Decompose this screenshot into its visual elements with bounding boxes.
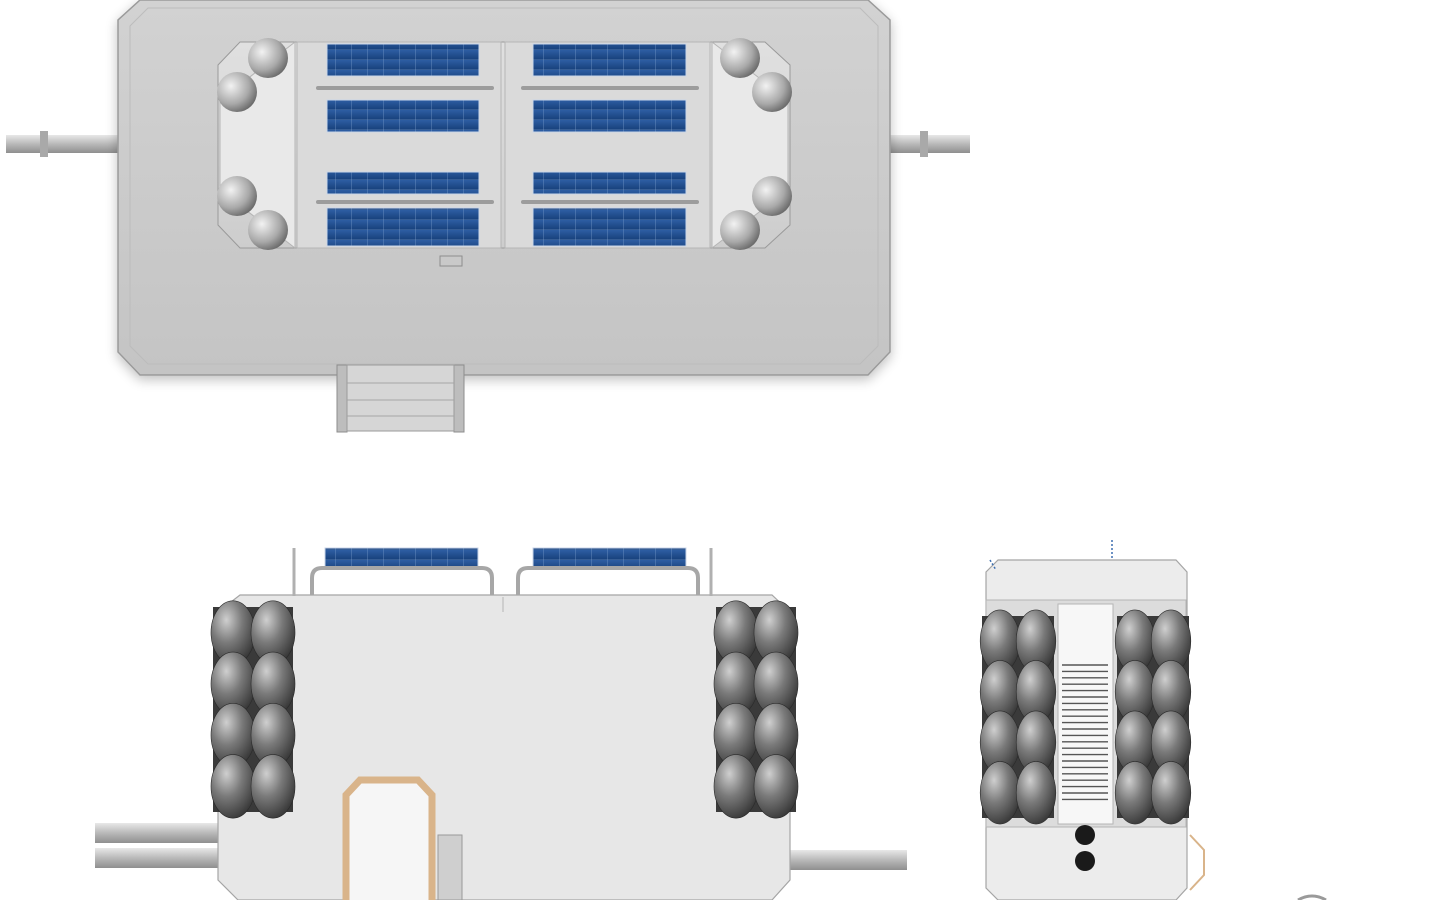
helical-turbine-front-right xyxy=(713,600,799,819)
solar-panel-top-left-4 xyxy=(326,207,480,247)
helical-turbine-icon xyxy=(210,754,256,819)
helical-turbine-side-right xyxy=(1114,609,1192,825)
side-view xyxy=(979,540,1327,900)
control-box xyxy=(437,834,463,900)
entry-steps xyxy=(336,364,465,433)
helical-turbine-icon xyxy=(250,754,296,819)
solar-panel-top-right-2 xyxy=(532,99,687,133)
housing-top xyxy=(217,40,791,267)
helical-turbine-side-left xyxy=(979,609,1057,825)
side-ports xyxy=(1075,825,1095,871)
solar-panel-top-left-1 xyxy=(326,43,480,77)
dome-vents xyxy=(217,38,792,250)
dome-vent-icon xyxy=(720,210,760,250)
solar-panel-front-left xyxy=(310,547,494,595)
helical-turbine-icon xyxy=(1150,761,1192,825)
top-view xyxy=(6,0,970,433)
door-icon xyxy=(342,776,436,900)
dome-vent-icon xyxy=(217,72,257,112)
dome-vent-icon xyxy=(752,176,792,216)
solar-panel-top-right-4 xyxy=(532,207,687,247)
helical-turbine-icon xyxy=(979,761,1021,825)
solar-panel-top-right-1 xyxy=(532,43,687,77)
front-pipe-left xyxy=(95,823,225,868)
solar-panel-front-right xyxy=(516,547,700,595)
panel-rails xyxy=(316,86,699,204)
front-view xyxy=(95,547,907,900)
front-pipe-right xyxy=(785,850,907,870)
dome-vent-icon xyxy=(720,38,760,78)
helical-turbine-icon xyxy=(753,754,799,819)
dome-vent-icon xyxy=(248,38,288,78)
solar-panel-top-left-2 xyxy=(326,99,480,133)
dome-vent-icon xyxy=(248,210,288,250)
helical-turbine-icon xyxy=(1015,761,1057,825)
front-body xyxy=(217,594,791,900)
helical-turbine-icon xyxy=(713,754,759,819)
solar-panel-top-right-3 xyxy=(532,171,687,195)
helical-turbine-icon xyxy=(1114,761,1156,825)
dome-vent-icon xyxy=(217,176,257,216)
solar-panel-top-left-3 xyxy=(326,171,480,195)
vent-grille-icon xyxy=(1062,664,1108,801)
dome-vent-icon xyxy=(752,72,792,112)
helical-turbine-front-left xyxy=(210,600,296,819)
